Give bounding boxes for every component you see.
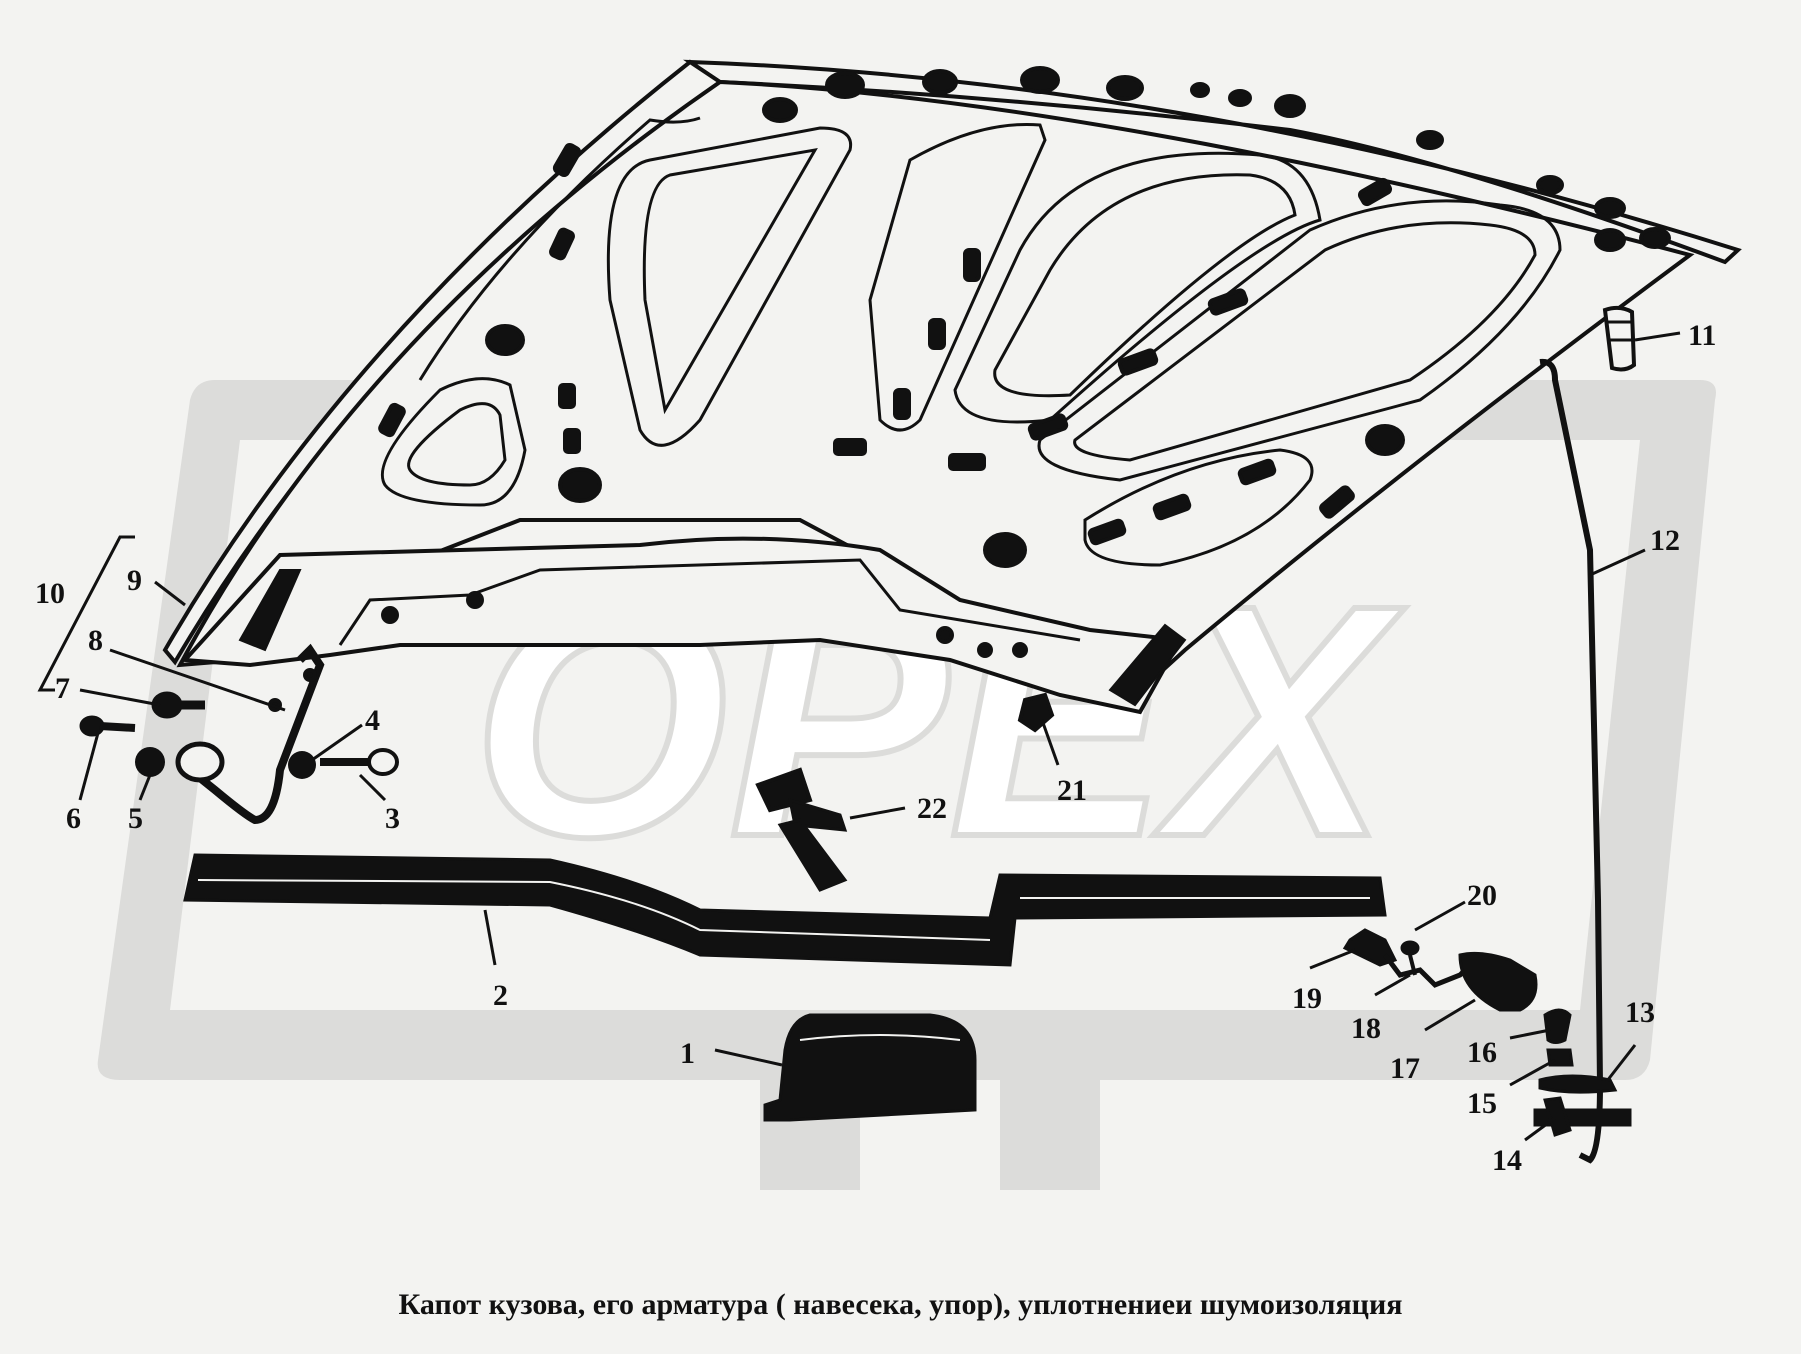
callout-20: 20 (1467, 879, 1497, 912)
stop-22 (755, 767, 848, 892)
callout-labels: 1 2 3 4 5 6 7 8 9 10 11 12 13 14 15 16 1… (35, 319, 1716, 1177)
callout-21: 21 (1057, 774, 1087, 807)
callout-2: 2 (493, 979, 508, 1012)
diagram-caption: Капот кузова, его арматура ( навесека, у… (398, 1288, 1403, 1321)
callout-11: 11 (1688, 319, 1716, 352)
hood-panel (162, 59, 1742, 715)
latch-parts (1342, 928, 1632, 1137)
callout-5: 5 (128, 802, 143, 835)
bracket-10 (37, 535, 135, 692)
callout-9: 9 (127, 564, 142, 597)
callout-16: 16 (1467, 1036, 1497, 1069)
callout-18: 18 (1351, 1012, 1381, 1045)
hood-prop-rod (1539, 358, 1604, 1164)
callout-17: 17 (1390, 1052, 1420, 1085)
callout-7: 7 (55, 672, 70, 705)
hood-hinge (175, 643, 325, 825)
callout-8: 8 (88, 624, 103, 657)
callout-15: 15 (1467, 1087, 1497, 1120)
callout-4: 4 (365, 704, 380, 737)
callout-22: 22 (917, 792, 947, 825)
bolt-6 (79, 715, 136, 737)
bolt-3 (320, 748, 399, 776)
buffer-11 (1602, 305, 1637, 372)
hood-seal (183, 853, 1387, 967)
callout-10: 10 (35, 577, 65, 610)
callout-14: 14 (1492, 1144, 1522, 1177)
callout-3: 3 (385, 802, 400, 835)
callout-6: 6 (66, 802, 81, 835)
bolt-7 (151, 691, 205, 719)
callout-13: 13 (1625, 996, 1655, 1029)
nut-5 (135, 747, 165, 777)
hood-release-handle (763, 1013, 977, 1122)
callout-19: 19 (1292, 982, 1322, 1015)
leader-lines (78, 331, 1681, 1142)
callout-1: 1 (680, 1037, 695, 1070)
washer-4 (288, 751, 316, 779)
callout-12: 12 (1650, 524, 1680, 557)
